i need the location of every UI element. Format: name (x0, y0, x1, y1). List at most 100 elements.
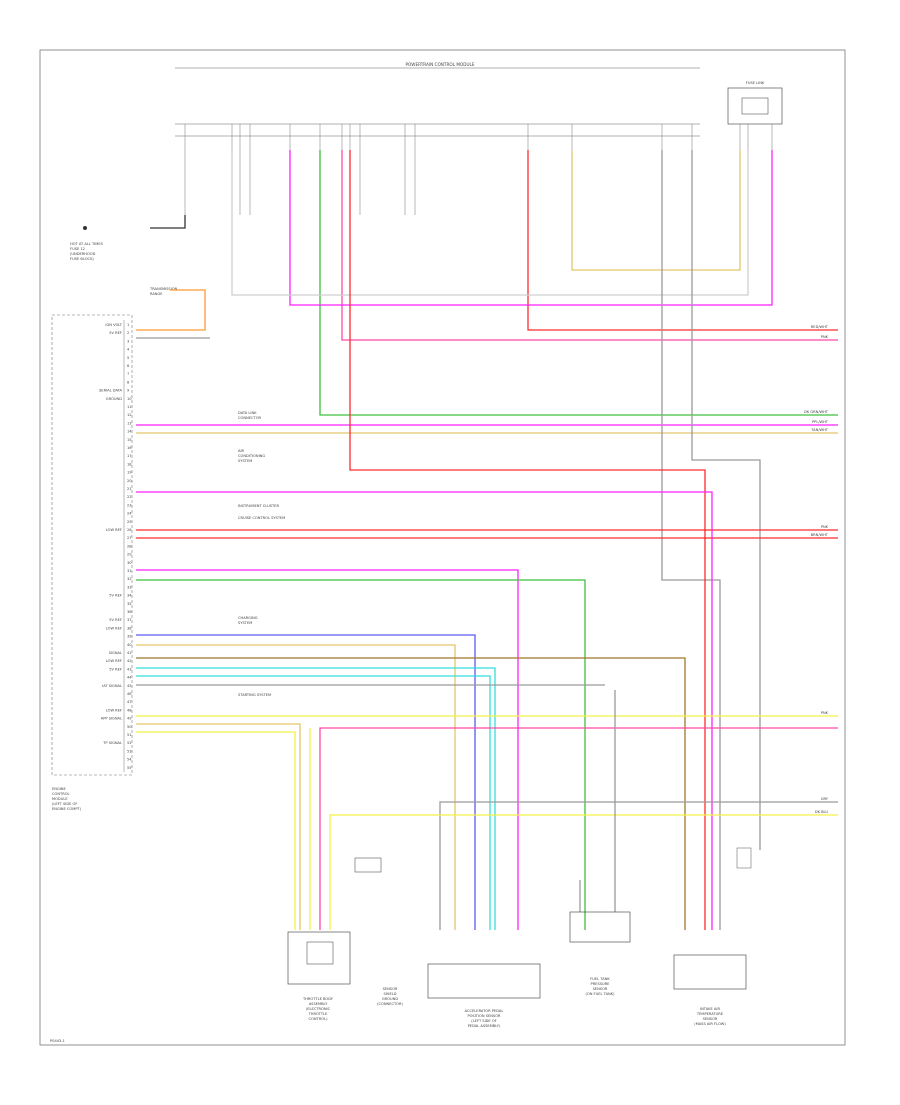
ecm-pin-number: 7 (127, 372, 129, 376)
ecm-pin-number: 34 (127, 594, 132, 598)
ecm-pin-number: 23 (127, 503, 132, 507)
ecm-pin-number: 31 (127, 569, 132, 573)
ecm-pin-number: 3 (127, 339, 129, 343)
ecm-pin-label: SIGNAL (109, 651, 122, 655)
ecm-pin-number: 45 (127, 684, 132, 688)
fuse-block-inner (741, 97, 769, 115)
app-cyan-wire (136, 667, 496, 930)
tp-tan-wire (136, 723, 301, 930)
ecm-pin-label: LOW REF (106, 708, 122, 712)
app-tan-wire (136, 644, 456, 930)
pcm-header-text: POWERTRAIN CONTROL MODULE (405, 62, 474, 67)
ecm-pin-number: 6 (127, 364, 130, 368)
app-magenta-wire (136, 569, 519, 930)
gray-wire-lower (439, 801, 838, 930)
ecm-pin-number: 54 (127, 758, 132, 762)
sensor-shield-box (354, 857, 382, 873)
ecm-pin-number: 24 (127, 512, 132, 516)
ecm-pin-number: 29 (127, 553, 132, 557)
app-sensor-box (427, 963, 541, 999)
ecm-pin-number: 13 (127, 421, 132, 425)
side-system-starting: STARTING SYSTEM (238, 693, 271, 697)
ecm-pin-number: 16 (127, 446, 132, 450)
footer-code: P0443-1 (50, 1039, 65, 1043)
app-blue-wire (136, 634, 476, 930)
ecm-pin-number: 49 (127, 717, 132, 721)
tp-yellow-wire (136, 731, 296, 930)
app-cyan-wire-2 (136, 675, 491, 930)
gray-drop-wire-2 (691, 150, 761, 850)
ecm-pin-number: 17 (127, 454, 132, 458)
iat-brown-wire (136, 657, 686, 930)
ecm-pin-number: 22 (127, 495, 132, 499)
ecm-pin-number: 39 (127, 635, 132, 639)
ecm-pin-label: LOW REF (106, 528, 122, 532)
throttle-body-box (287, 931, 351, 985)
ecm-pin-number: 30 (127, 561, 132, 565)
ecm-pin-number: 25 (127, 520, 132, 524)
right-wire-label: PNK (821, 525, 829, 529)
gray-drop-wire (661, 150, 721, 930)
ecm-pin-label: GROUND (106, 397, 122, 401)
ecm-pin-label: IAT SIGNAL (102, 684, 122, 688)
tan-loop-wire (571, 150, 741, 271)
side-system-cruise: CRUISE CONTROL SYSTEM (238, 516, 285, 520)
iat-sensor-box (673, 954, 747, 990)
ecm-pin-number: 18 (127, 462, 132, 466)
red-wht-wire (527, 150, 838, 331)
right-wire-label: GRY (821, 797, 829, 801)
ecm-pin-number: 40 (127, 643, 132, 647)
fuse-block (727, 87, 783, 125)
ecm-pin-number: 55 (127, 766, 132, 770)
right-wire-label: DK BLU (815, 810, 829, 814)
ecm-pin-number: 11 (127, 405, 132, 409)
ecm-pin-number: 33 (127, 585, 132, 589)
wire-harness (136, 124, 838, 930)
gray-loop-wire (231, 150, 749, 296)
side-system-cluster: INSTRUMENT CLUSTER (238, 504, 279, 508)
ecm-pin-label: APP SIGNAL (101, 717, 122, 721)
magenta-drop-wire (136, 491, 713, 930)
right-wire-label: TAN/WHT (810, 428, 829, 432)
ecm-pin-number: 36 (127, 610, 132, 614)
ecm-pin-number: 50 (127, 725, 132, 729)
ecm-pin-number: 41 (127, 651, 132, 655)
ecm-pin-number: 51 (127, 733, 132, 737)
ecm-pin-label: 5V REF (109, 594, 122, 598)
transmission-range-wire (136, 289, 206, 331)
ecm-pin-number: 1 (127, 323, 129, 327)
ecm-pin-number: 14 (127, 430, 132, 434)
right-wire-label: PNK (821, 335, 829, 339)
ecm-pin-number: 8 (127, 380, 130, 384)
fuel-tank-sensor-box (569, 911, 631, 943)
right-wire-label: PNK (821, 711, 829, 715)
ecm-pin-number: 2 (127, 331, 129, 335)
red-drop-wire (349, 150, 706, 930)
ecm-pin-number: 32 (127, 577, 132, 581)
ecm-pin-number: 19 (127, 471, 132, 475)
ecm-pin-number: 15 (127, 438, 132, 442)
right-wire-label: BRN/WHT (811, 533, 829, 537)
ecm-box (51, 314, 133, 776)
magenta-loop-wire (289, 150, 773, 306)
ecm-pin-label: LOW REF (106, 626, 122, 630)
ecm-pin-number: 46 (127, 692, 132, 696)
ecm-pin-number: 9 (127, 389, 130, 393)
ecm-pin-number: 35 (127, 602, 132, 606)
ecm-pin-number: 48 (127, 708, 132, 712)
ecm-pin-label: TP SIGNAL (102, 741, 122, 745)
ecm-pin-number: 38 (127, 626, 132, 630)
ground-symbol (736, 847, 752, 869)
